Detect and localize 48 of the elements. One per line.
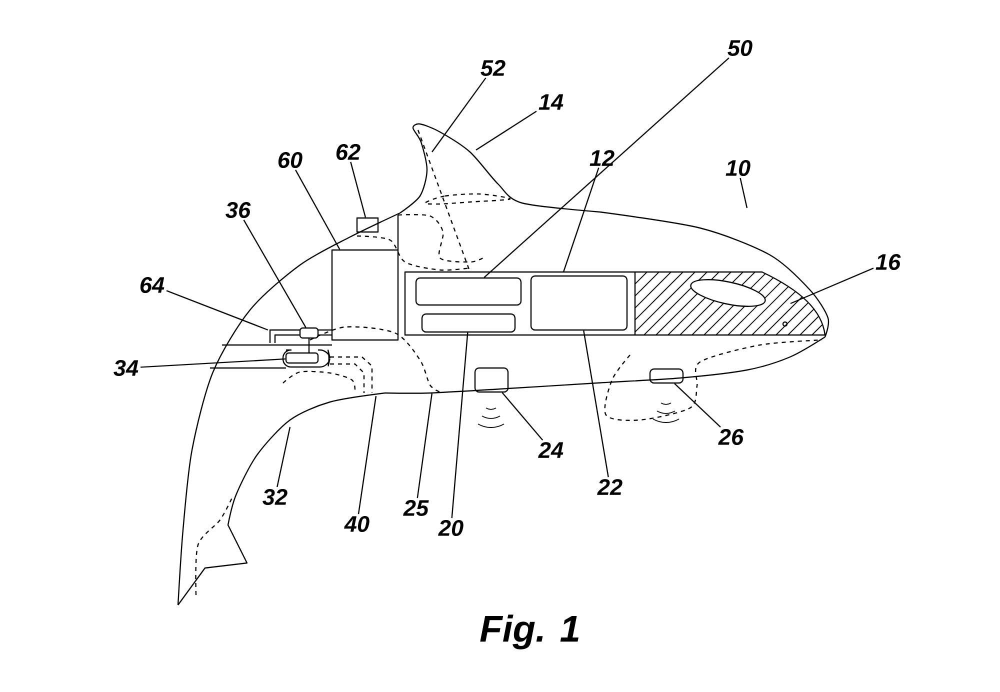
leader-line bbox=[583, 330, 609, 478]
callout-number: 40 bbox=[344, 516, 370, 532]
leader-line bbox=[674, 383, 721, 428]
hatched-region bbox=[635, 272, 822, 335]
component-box bbox=[649, 368, 684, 384]
callout-number: 14 bbox=[538, 94, 564, 110]
callout-number: 52 bbox=[480, 60, 506, 76]
callout-number: 62 bbox=[336, 144, 360, 160]
leader-line bbox=[140, 358, 286, 368]
callout-number: 25 bbox=[403, 500, 429, 516]
leader-line bbox=[350, 162, 366, 218]
callout-number: 50 bbox=[728, 40, 752, 56]
leader-line bbox=[451, 332, 468, 518]
leader-line bbox=[358, 396, 377, 514]
leader-line bbox=[276, 426, 291, 488]
leader-line bbox=[484, 58, 730, 278]
leader-line bbox=[790, 268, 874, 304]
leader-line bbox=[432, 78, 486, 152]
component-box bbox=[474, 367, 509, 393]
leader-line bbox=[476, 110, 537, 150]
callout-number: 34 bbox=[114, 360, 138, 376]
component-box bbox=[299, 327, 319, 339]
figure-caption: Fig. 1 bbox=[480, 614, 578, 650]
leader-line bbox=[243, 220, 306, 328]
leader-line bbox=[502, 392, 544, 441]
callout-number: 26 bbox=[718, 428, 744, 446]
callout-number: 22 bbox=[597, 479, 622, 495]
callout-number: 60 bbox=[278, 152, 302, 168]
callout-number: 10 bbox=[726, 160, 750, 176]
callout-number: 36 bbox=[226, 202, 251, 218]
callout-number: 32 bbox=[262, 488, 288, 506]
leader-line bbox=[562, 168, 600, 272]
callout-number: 64 bbox=[140, 276, 164, 294]
component-box bbox=[530, 275, 628, 331]
callout-number: 24 bbox=[538, 442, 564, 458]
component-box bbox=[415, 277, 522, 306]
component-box bbox=[421, 313, 516, 333]
callout-number: 16 bbox=[876, 254, 901, 270]
leader-line bbox=[166, 290, 268, 331]
housing-box bbox=[404, 271, 826, 336]
component-box bbox=[285, 352, 319, 364]
leader-line bbox=[740, 178, 748, 208]
leader-line bbox=[416, 392, 433, 498]
leader-line bbox=[295, 170, 340, 250]
callout-number: 12 bbox=[590, 150, 614, 166]
callout-number: 20 bbox=[438, 520, 464, 536]
component-box bbox=[356, 217, 379, 233]
housing-box bbox=[331, 249, 399, 341]
